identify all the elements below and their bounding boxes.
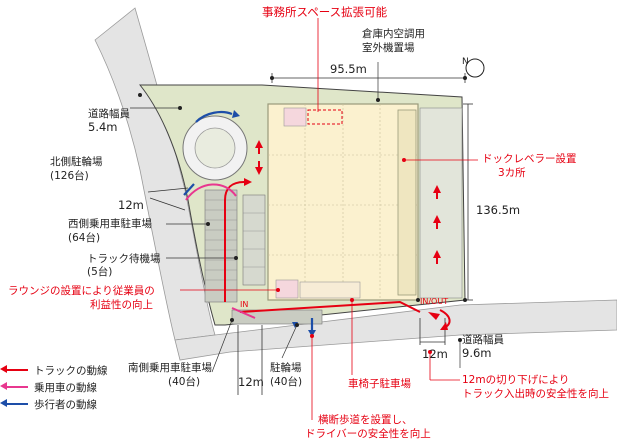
south-office xyxy=(299,281,361,299)
depth-right-label: 136.5m xyxy=(476,203,521,217)
inout-label: IN/OUT xyxy=(420,297,449,306)
west-parking-label-1: 西側乗用車駐車場 xyxy=(68,218,152,230)
width-top-label: 95.5m xyxy=(330,62,367,76)
lounge-label-1: ラウンジの設置により従業員の xyxy=(8,285,155,297)
south-parking-label-1: 南側乗用車駐車場 xyxy=(128,362,212,374)
car-route-swatch-icon xyxy=(0,382,28,390)
dim-width-top xyxy=(271,73,466,83)
truck-wait-area xyxy=(242,194,266,286)
road-right-label-1: 道路幅員 xyxy=(462,334,504,346)
north-bike-label-2: (126台) xyxy=(50,170,89,182)
crosswalk-label-1: 横断歩道を設置し、 xyxy=(318,414,413,426)
office-expand-label: 事務所スペース拡張可能 xyxy=(262,5,388,19)
dim-12m-mid xyxy=(237,325,263,395)
svg-text:N: N xyxy=(462,57,469,67)
wheelchair-parking-label: 車椅子駐車場 xyxy=(348,378,411,390)
north-arrow-icon: N xyxy=(462,57,485,78)
cut-12m-label-1: 12mの切り下げにより xyxy=(462,374,570,386)
lounge-label-2: 利益性の向上 xyxy=(90,299,153,311)
road-left-label-1: 道路幅員 xyxy=(88,108,130,120)
dim-12m-mid-label: 12m xyxy=(238,375,264,389)
road-right-label-2: 9.6m xyxy=(462,346,492,360)
dim-12m-left xyxy=(147,187,189,211)
north-bike-label-1: 北側駐輪場 xyxy=(50,156,103,168)
cut-12m-label-2: トラック入出時の安全性を向上 xyxy=(462,388,609,400)
dock-strip xyxy=(397,109,417,296)
bike-parking-label-1: 駐輪場 xyxy=(270,362,302,374)
yard-arrows xyxy=(255,140,441,264)
truck-route-swatch-icon xyxy=(0,365,28,373)
crosswalk-label-2: ドライバーの安全性を向上 xyxy=(305,428,431,440)
pedestrian-route-swatch-icon xyxy=(0,399,28,407)
west-parking-area xyxy=(204,189,238,303)
dock-leveler-label-2: 3カ所 xyxy=(498,167,526,179)
bike-parking-label-2: (40台) xyxy=(270,376,303,388)
dock-leveler-label-1: ドックレベラー設置 xyxy=(482,153,577,165)
warehouse-ac-label-1: 倉庫内空調用 xyxy=(362,28,425,40)
west-parking-label-2: (64台) xyxy=(68,232,101,244)
lounge-block xyxy=(275,279,299,299)
warehouse-ac-label-2: 室外機置場 xyxy=(362,42,415,54)
dim-12m-bottom xyxy=(419,318,446,345)
in-label: IN xyxy=(240,300,249,309)
truck-wait-label-2: (5台) xyxy=(87,266,113,278)
office-block xyxy=(283,107,307,127)
truck-wait-label-1: トラック待機場 xyxy=(87,253,161,265)
road-left-label-2: 5.4m xyxy=(88,120,118,134)
truck-yard-east xyxy=(419,107,463,299)
dim-12m-left-label: 12m xyxy=(118,198,144,212)
office-expand-box xyxy=(307,109,343,125)
dim-12m-bottom-label: 12m xyxy=(422,347,448,361)
south-parking-label-2: (40台) xyxy=(168,376,201,388)
